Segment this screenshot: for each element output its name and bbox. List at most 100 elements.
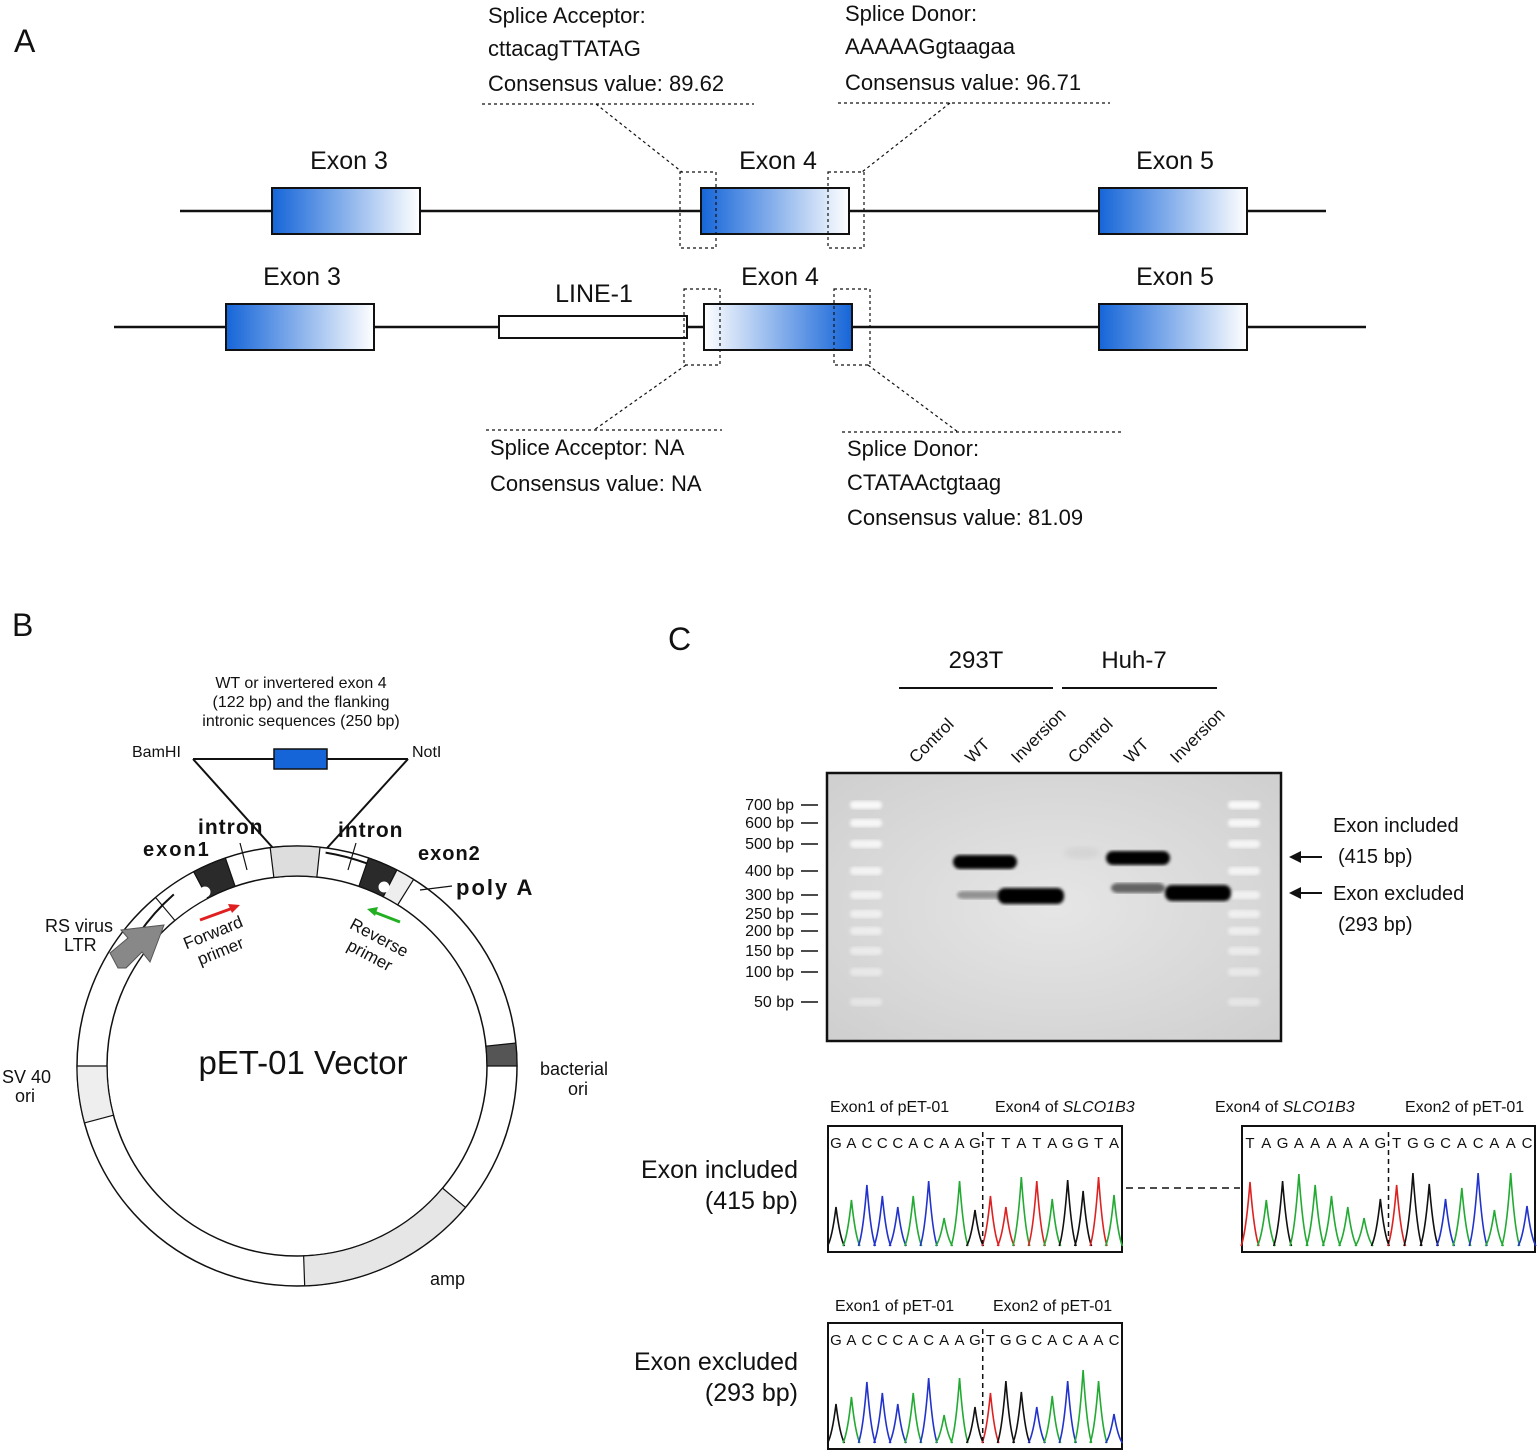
trace1-left-label: Exon1 of pET-01 xyxy=(830,1099,949,1116)
wt-exon5-box xyxy=(1098,187,1248,235)
seq-included-label-line2: (415 bp) xyxy=(705,1187,798,1215)
gel-band xyxy=(953,855,1017,869)
trace-peak xyxy=(1042,1198,1062,1247)
insert-caption-line1: WT or invertered exon 4 xyxy=(215,675,386,692)
amp-label: amp xyxy=(430,1269,465,1289)
trace-base-letter: A xyxy=(846,1135,856,1152)
inv-donor-pointer xyxy=(867,364,959,433)
trace-peak xyxy=(826,1206,846,1247)
trace-peak xyxy=(1289,1173,1309,1247)
inv-acceptor-line2: Consensus value: NA xyxy=(490,471,702,496)
ladder-band xyxy=(1228,840,1260,848)
trace-peak xyxy=(1256,1199,1276,1247)
ladder-band xyxy=(850,801,882,809)
ladder-band xyxy=(850,891,882,899)
forward-primer-arrow xyxy=(199,906,234,922)
exon1-label: exon1 xyxy=(143,839,211,861)
trace1-right-label: Exon4 of SLCO1B3 xyxy=(995,1099,1135,1116)
trace-base-letter: A xyxy=(1359,1135,1369,1152)
wt-exon3-label: Exon 3 xyxy=(310,147,388,175)
ladder-label-600: 600 bp xyxy=(745,815,794,832)
trace-peak xyxy=(1027,1180,1047,1247)
trace-base-letter: A xyxy=(1343,1135,1353,1152)
trace-peak xyxy=(1468,1172,1488,1247)
noti-label: NotI xyxy=(412,744,441,761)
trace-base-letter: A xyxy=(1109,1135,1119,1152)
trace-peak xyxy=(857,1184,877,1247)
gel-band xyxy=(998,888,1064,904)
gel-band xyxy=(1106,851,1170,865)
inv-donor-line1: Splice Donor: xyxy=(847,436,979,461)
inv-acceptor-line1: Splice Acceptor: NA xyxy=(490,435,685,460)
wt-donor-line3: Consensus value: 96.71 xyxy=(845,70,1081,95)
trace-base-letter: C xyxy=(1109,1332,1120,1349)
ladder-band xyxy=(1228,927,1260,935)
trace-peak xyxy=(873,1195,892,1247)
trace-peak xyxy=(1012,1391,1031,1444)
trace-peak xyxy=(1305,1184,1325,1247)
trace-base-letter: C xyxy=(1440,1135,1451,1152)
ladder-band xyxy=(850,867,882,875)
wt-exon3-box xyxy=(271,187,421,235)
trace-peak xyxy=(1338,1206,1358,1247)
trace-base-letter: A xyxy=(939,1135,949,1152)
ladder-band xyxy=(850,998,882,1006)
trace-base-letter: G xyxy=(1000,1332,1012,1349)
trace-peak xyxy=(873,1392,892,1444)
inv-exon5-label: Exon 5 xyxy=(1136,263,1214,291)
trace-peak xyxy=(1419,1183,1439,1247)
ladder-band xyxy=(1228,801,1260,809)
trace-base-letter: C xyxy=(861,1332,872,1349)
gel-image xyxy=(825,771,1283,1043)
ladder-label-200: 200 bp xyxy=(745,923,794,940)
trace-base-letter: A xyxy=(1261,1135,1271,1152)
trace-peak xyxy=(1104,1194,1124,1247)
trace-peak xyxy=(857,1381,877,1444)
segment-insert xyxy=(269,845,321,879)
trace-base-letter: G xyxy=(969,1332,981,1349)
insert-exon4-box xyxy=(273,748,328,770)
ladder-label-300: 300 bp xyxy=(745,887,794,904)
trace-peak xyxy=(842,1199,861,1247)
exon1-dot xyxy=(199,886,211,898)
trace-base-letter: A xyxy=(1078,1332,1088,1349)
trace-base-letter: C xyxy=(923,1332,934,1349)
trace-base-letter: T xyxy=(1392,1135,1401,1152)
trace2-right-label: Exon2 of pET-01 xyxy=(1405,1099,1524,1116)
polya-tick xyxy=(419,885,453,891)
trace3-right-label: Exon2 of pET-01 xyxy=(993,1298,1112,1315)
trace-base-letter: A xyxy=(955,1332,965,1349)
group-huh7-label: Huh-7 xyxy=(1101,647,1166,674)
included-arrowhead xyxy=(1289,851,1301,863)
sv40-label-line1: SV 40 xyxy=(2,1067,51,1087)
trace-peak xyxy=(1073,1190,1093,1247)
lane-label-3: Inversion xyxy=(1007,705,1069,767)
bact-ori-label-line1: bacterial xyxy=(540,1059,608,1079)
trace-peak xyxy=(965,1209,985,1247)
insert-right-funnel xyxy=(317,758,409,859)
inv-exon3-box xyxy=(225,303,375,351)
ladder-label-400: 400 bp xyxy=(745,863,794,880)
trace-peak xyxy=(1354,1217,1374,1247)
trace-base-letter: T xyxy=(1094,1135,1103,1152)
segment-polya xyxy=(382,869,415,906)
trace-peak xyxy=(1073,1369,1093,1444)
trace-base-letter: G xyxy=(830,1332,842,1349)
trace-base-letter: A xyxy=(1294,1135,1304,1152)
lane-label-2: WT xyxy=(961,735,993,767)
trace-peak xyxy=(1058,1179,1077,1247)
ladder-label-700: 700 bp xyxy=(745,797,794,814)
ladder-band xyxy=(1228,910,1260,918)
segment-amp xyxy=(303,1187,467,1287)
trace-base-letter: G xyxy=(1062,1135,1074,1152)
trace-peak xyxy=(1240,1181,1260,1247)
gel-bands xyxy=(850,801,1260,1006)
lane-label-4: Control xyxy=(1064,715,1116,767)
trace-peak xyxy=(950,1377,969,1444)
ladder-band xyxy=(850,968,882,976)
trace-peak xyxy=(981,1392,1000,1444)
exon2-dot xyxy=(378,881,390,893)
trace-base-letter: C xyxy=(1031,1332,1042,1349)
trace-peak xyxy=(1484,1209,1505,1247)
